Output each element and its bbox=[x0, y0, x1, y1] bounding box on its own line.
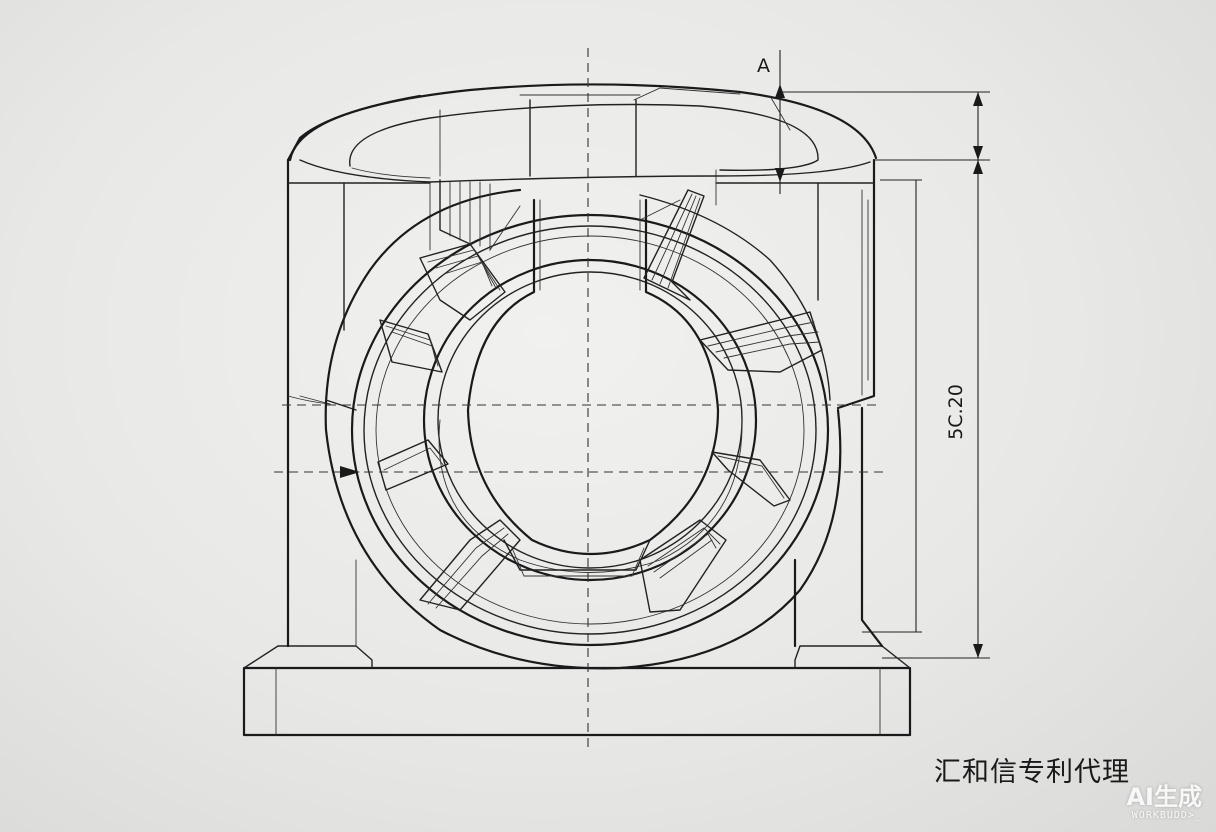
dimension-label: 5C.20 bbox=[945, 384, 967, 440]
bearing-inner-race bbox=[422, 258, 758, 582]
bearing-pads bbox=[377, 179, 823, 613]
section-mark-a: A bbox=[757, 50, 791, 194]
housing-circle bbox=[324, 188, 842, 670]
top-ring bbox=[288, 83, 878, 183]
bearing-outer-race bbox=[350, 213, 830, 647]
base-plate bbox=[242, 645, 912, 737]
watermark: AI生成 WORKBUDD>_ bbox=[1092, 784, 1202, 822]
right-pillar bbox=[715, 158, 884, 648]
shaft-bore bbox=[466, 198, 720, 556]
section-label: A bbox=[757, 55, 770, 77]
watermark-main: AI生成 bbox=[1126, 783, 1202, 811]
caption: 汇和信专利代理 bbox=[934, 757, 1130, 788]
center-lines bbox=[274, 48, 886, 748]
watermark-sub: WORKBUDD>_ bbox=[1131, 810, 1202, 821]
left-pillar bbox=[286, 94, 431, 648]
dimension-lines: 5C.20 bbox=[782, 91, 990, 659]
